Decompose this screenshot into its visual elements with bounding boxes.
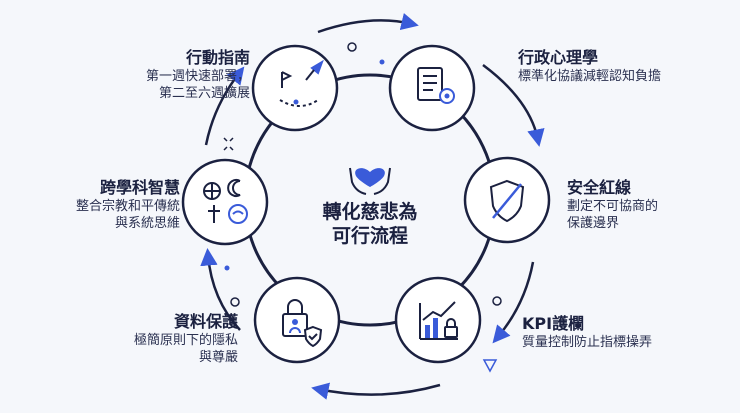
safety-redline-desc-1: 劃定不可協商的	[567, 199, 659, 214]
center-line-2: 可行流程	[331, 225, 408, 247]
action-guide-title: 行動指南	[185, 48, 250, 67]
node-interdisciplinary	[181, 158, 269, 246]
node-kpi-guard	[394, 276, 482, 364]
action-guide-desc-1: 第一週快速部署，	[145, 69, 250, 84]
node-admin-psych	[388, 44, 476, 132]
decorations	[223, 42, 502, 373]
data-protect-desc-2: 與尊嚴	[198, 350, 238, 365]
arrow-bottom	[311, 382, 441, 400]
interdisciplinary-desc-1: 整合宗教和平傳統	[75, 199, 180, 214]
admin-psych-desc-1: 標準化協議減輕認知負擔	[518, 69, 662, 84]
arrow-left-top	[204, 66, 245, 146]
node-safety-redline	[463, 156, 551, 244]
action-guide-desc-2: 第二至六週擴展	[158, 86, 250, 101]
cycle-arrows	[200, 13, 545, 400]
node-action-guide	[251, 44, 339, 132]
kpi-guard-desc-1: 質量控制防止指標操弄	[522, 335, 653, 350]
rocket-launch-path-icon	[279, 59, 324, 107]
label-interdisciplinary: 跨學科智慧 整合宗教和平傳統 與系統思維	[20, 178, 180, 232]
interdisciplinary-desc-2: 與系統思維	[114, 216, 180, 231]
decor-dot	[347, 42, 357, 52]
admin-psych-title: 行政心理學	[518, 48, 599, 67]
label-safety-redline: 安全紅線 劃定不可協商的 保護邊界	[567, 178, 727, 232]
safety-redline-title: 安全紅線	[567, 178, 632, 197]
padlock-user-shield-icon	[282, 299, 323, 348]
arrow-top	[317, 13, 419, 34]
data-protect-title: 資料保護	[173, 312, 238, 331]
decor-triangle	[482, 359, 498, 373]
kpi-guard-title: KPI護欄	[522, 314, 585, 333]
heart-in-hands-icon	[349, 167, 391, 195]
node-data-protect	[253, 276, 341, 364]
interdisciplinary-title: 跨學科智慧	[99, 178, 180, 197]
decor-dot	[230, 297, 240, 307]
decor-dot	[379, 59, 385, 65]
arrow-right-top	[482, 63, 545, 147]
decor-dot	[492, 296, 502, 306]
label-admin-psych: 行政心理學 標準化協議減輕認知負擔	[518, 48, 718, 85]
label-action-guide: 行動指南 第一週快速部署， 第二至六週擴展	[82, 48, 250, 102]
center-line-1: 轉化慈悲為	[322, 201, 418, 223]
arrow-left-bottom	[200, 248, 241, 331]
data-protect-desc-1: 極簡原則下的隱私	[133, 333, 238, 348]
crossed-shield-icon	[489, 179, 525, 223]
arrow-right-bottom	[492, 261, 535, 344]
document-checklist-gear-icon	[417, 67, 455, 104]
label-data-protect: 資料保護 極簡原則下的隱私 與尊嚴	[60, 312, 238, 366]
center-caption: 轉化慈悲為 可行流程	[285, 200, 455, 248]
decor-dot	[224, 265, 230, 271]
safety-redline-desc-2: 保護邊界	[567, 216, 620, 231]
decor-sparkle	[223, 137, 234, 151]
bar-chart-lock-icon	[419, 301, 458, 340]
wheel-crescent-cross-brain-icon	[203, 179, 248, 224]
label-kpi-guard: KPI護欄 質量控制防止指標操弄	[522, 314, 732, 351]
